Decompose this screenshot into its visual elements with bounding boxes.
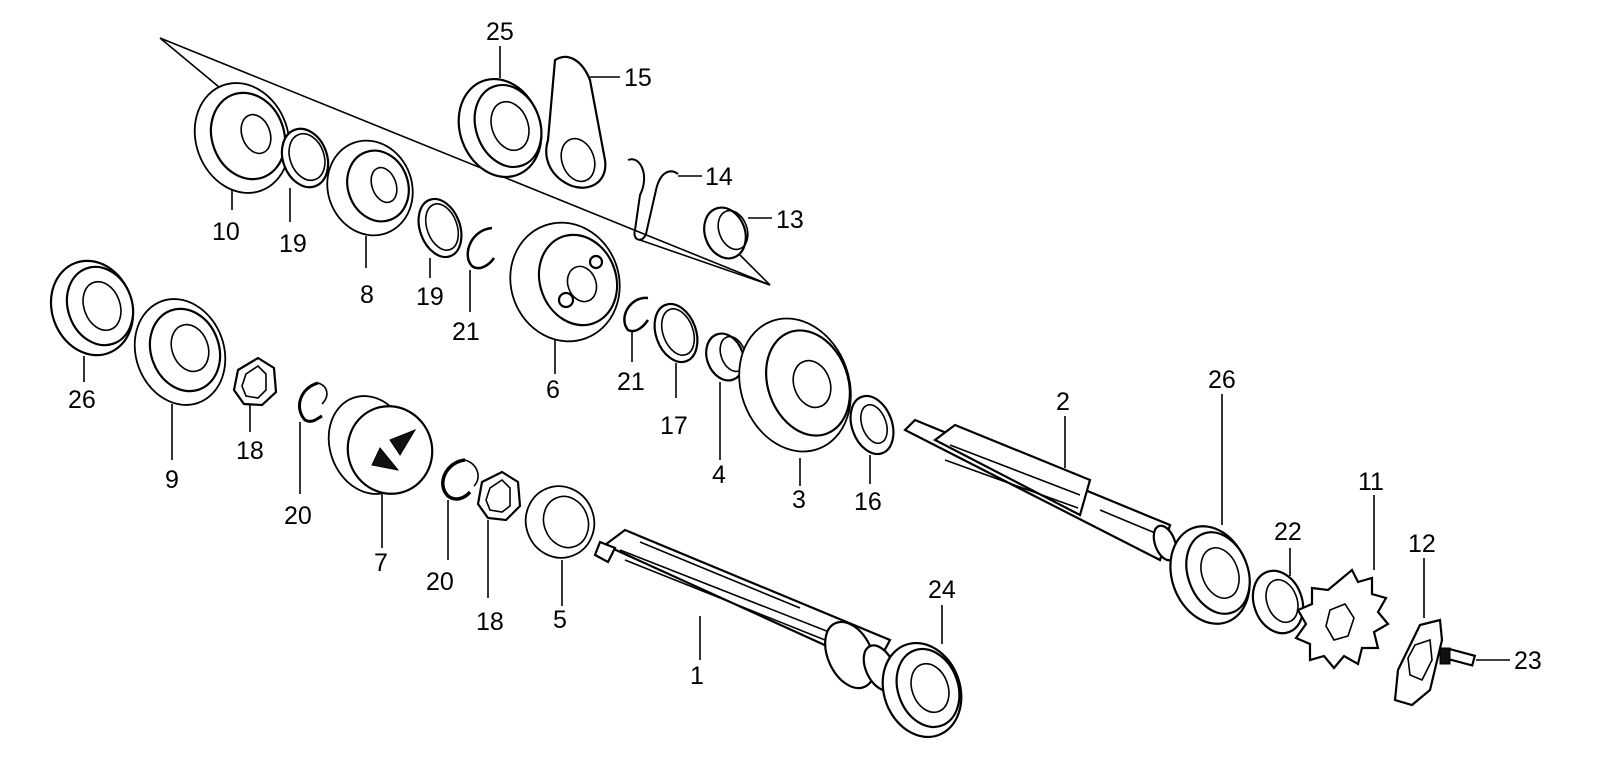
gear-part-5 [524, 485, 596, 559]
callout-18-right: 18 [476, 608, 504, 636]
bearing-part-25 [457, 77, 543, 179]
sprocket-part-11 [1294, 568, 1390, 670]
callout-1: 1 [690, 662, 704, 690]
bolt-part-23 [1439, 647, 1477, 667]
callout-26-right: 26 [1208, 366, 1236, 394]
callout-19-left: 19 [279, 230, 307, 258]
group-bracket [159, 37, 771, 286]
callout-4: 4 [712, 461, 726, 489]
callout-22: 22 [1274, 518, 1302, 546]
washer-part-19-right [417, 197, 463, 259]
gear-part-3 [738, 317, 852, 453]
callout-8: 8 [360, 281, 374, 309]
washer-part-17 [653, 302, 699, 364]
callout-10: 10 [212, 218, 240, 246]
callout-2: 2 [1056, 388, 1070, 416]
callout-18-left: 18 [236, 437, 264, 465]
callout-20-left: 20 [284, 502, 312, 530]
gear-part-8 [326, 139, 414, 237]
seal-part-22 [1251, 569, 1305, 635]
bearing-part-24 [881, 641, 963, 739]
washer-part-19-left [280, 127, 330, 189]
gear-part-9 [133, 298, 227, 406]
callout-21-right: 21 [617, 368, 645, 396]
callout-labels: 1 2 3 4 5 6 7 8 9 10 11 12 13 14 15 16 1… [68, 18, 1542, 690]
callout-19-right: 19 [416, 283, 444, 311]
callout-16: 16 [854, 488, 882, 516]
countershaft-part-2 [903, 418, 1178, 562]
gear-part-10 [193, 82, 291, 194]
washer-part-18-left [232, 356, 278, 407]
callout-14: 14 [705, 163, 733, 191]
callout-15: 15 [624, 64, 652, 92]
circlip-part-21-left [466, 226, 496, 270]
circlip-part-20-left [298, 381, 328, 423]
circlip-part-21-right [623, 296, 650, 333]
callout-24: 24 [928, 576, 956, 604]
gear-part-7 [327, 395, 434, 495]
callout-3: 3 [792, 486, 806, 514]
callout-13: 13 [776, 206, 804, 234]
callout-12: 12 [1408, 530, 1436, 558]
callout-23: 23 [1514, 647, 1542, 675]
washer-part-18-right [476, 470, 522, 522]
callout-17: 17 [660, 412, 688, 440]
callout-26-left: 26 [68, 386, 96, 414]
circlip-part-20-right [441, 458, 479, 501]
callout-9: 9 [165, 466, 179, 494]
bearing-part-26-left [49, 259, 135, 357]
callout-20-right: 20 [426, 568, 454, 596]
callout-6: 6 [546, 376, 560, 404]
leader-lines [83, 46, 1510, 661]
collar-part-13 [703, 206, 749, 260]
main-shaft-part-1 [593, 528, 898, 692]
spring-clip-part-14 [627, 158, 679, 241]
fixing-plate-part-12 [1393, 618, 1444, 707]
callout-7: 7 [374, 549, 388, 577]
bearing-part-26-right [1169, 525, 1251, 625]
washer-part-16 [849, 394, 895, 456]
callout-21-left: 21 [452, 318, 480, 346]
callout-5: 5 [553, 606, 567, 634]
callout-25: 25 [486, 18, 514, 46]
gear-part-6 [509, 221, 621, 343]
bushing-part-4 [705, 332, 747, 382]
bracket-part-15 [545, 55, 607, 189]
callout-11: 11 [1358, 468, 1384, 496]
